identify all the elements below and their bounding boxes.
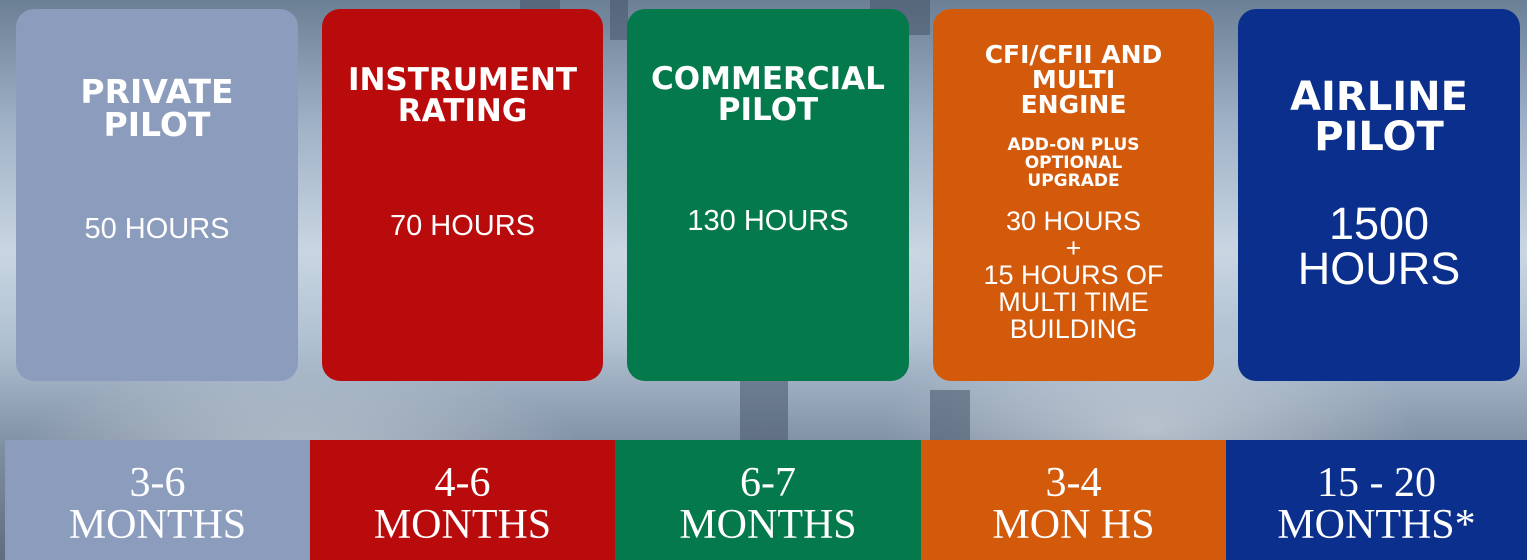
duration-range: 4-6	[434, 460, 491, 506]
stage-bubble-commercial-pilot: COMMERCIAL PILOT 130 HOURS	[627, 9, 909, 381]
stage-subtitle: ADD-ON PLUS OPTIONAL UPGRADE	[1007, 135, 1140, 191]
duration-range: 15 - 20	[1317, 460, 1436, 506]
stage-hours: 70 HOURS	[389, 210, 536, 242]
stage-bubble-instrument-rating: INSTRUMENT RATING 70 HOURS	[322, 9, 603, 381]
stage-bubble-airline-pilot: AIRLINE PILOT 1500 HOURS	[1238, 9, 1520, 381]
duration-unit: MONTHS	[68, 502, 247, 548]
building-silhouette	[740, 380, 788, 440]
stage-title: INSTRUMENT RATING	[347, 62, 578, 129]
stage-title: COMMERCIAL PILOT	[651, 61, 885, 128]
building-silhouette	[610, 0, 628, 40]
duration-unit: MONTHS	[679, 502, 857, 548]
duration-unit: MON HS	[992, 502, 1155, 548]
stage-title: AIRLINE PILOT	[1290, 74, 1468, 160]
duration-cell-airline-pilot: 15 - 20 MONTHS*	[1226, 440, 1527, 560]
stage-hours: 30 HOURS + 15 HOURS OF MULTI TIME BUILDI…	[983, 206, 1164, 344]
duration-cell-instrument-rating: 4-6 MONTHS	[310, 440, 615, 560]
stage-title: CFI/CFII AND MULTI ENGINE	[984, 40, 1163, 119]
stage-hours: 130 HOURS	[687, 205, 849, 237]
stage-title: PRIVATE PILOT	[80, 72, 234, 144]
stage-hours: 50 HOURS	[84, 213, 230, 245]
duration-range: 6-7	[740, 460, 796, 506]
stage-hours: 1500 HOURS	[1297, 198, 1461, 294]
duration-cell-commercial-pilot: 6-7 MONTHS	[615, 440, 921, 560]
stage-bubble-private-pilot: PRIVATE PILOT 50 HOURS	[16, 9, 298, 381]
duration-unit: MONTHS	[373, 502, 552, 548]
building-silhouette	[930, 390, 970, 440]
duration-range: 3-4	[1045, 460, 1102, 506]
duration-range: 3-6	[129, 460, 186, 506]
duration-unit: MONTHS*	[1277, 502, 1476, 548]
duration-cell-private-pilot: 3-6 MONTHS	[5, 440, 310, 560]
duration-cell-cfi-multi-engine: 3-4 MON HS	[921, 440, 1226, 560]
stage-bubble-cfi-multi-engine: CFI/CFII AND MULTI ENGINE ADD-ON PLUS OP…	[933, 9, 1214, 381]
